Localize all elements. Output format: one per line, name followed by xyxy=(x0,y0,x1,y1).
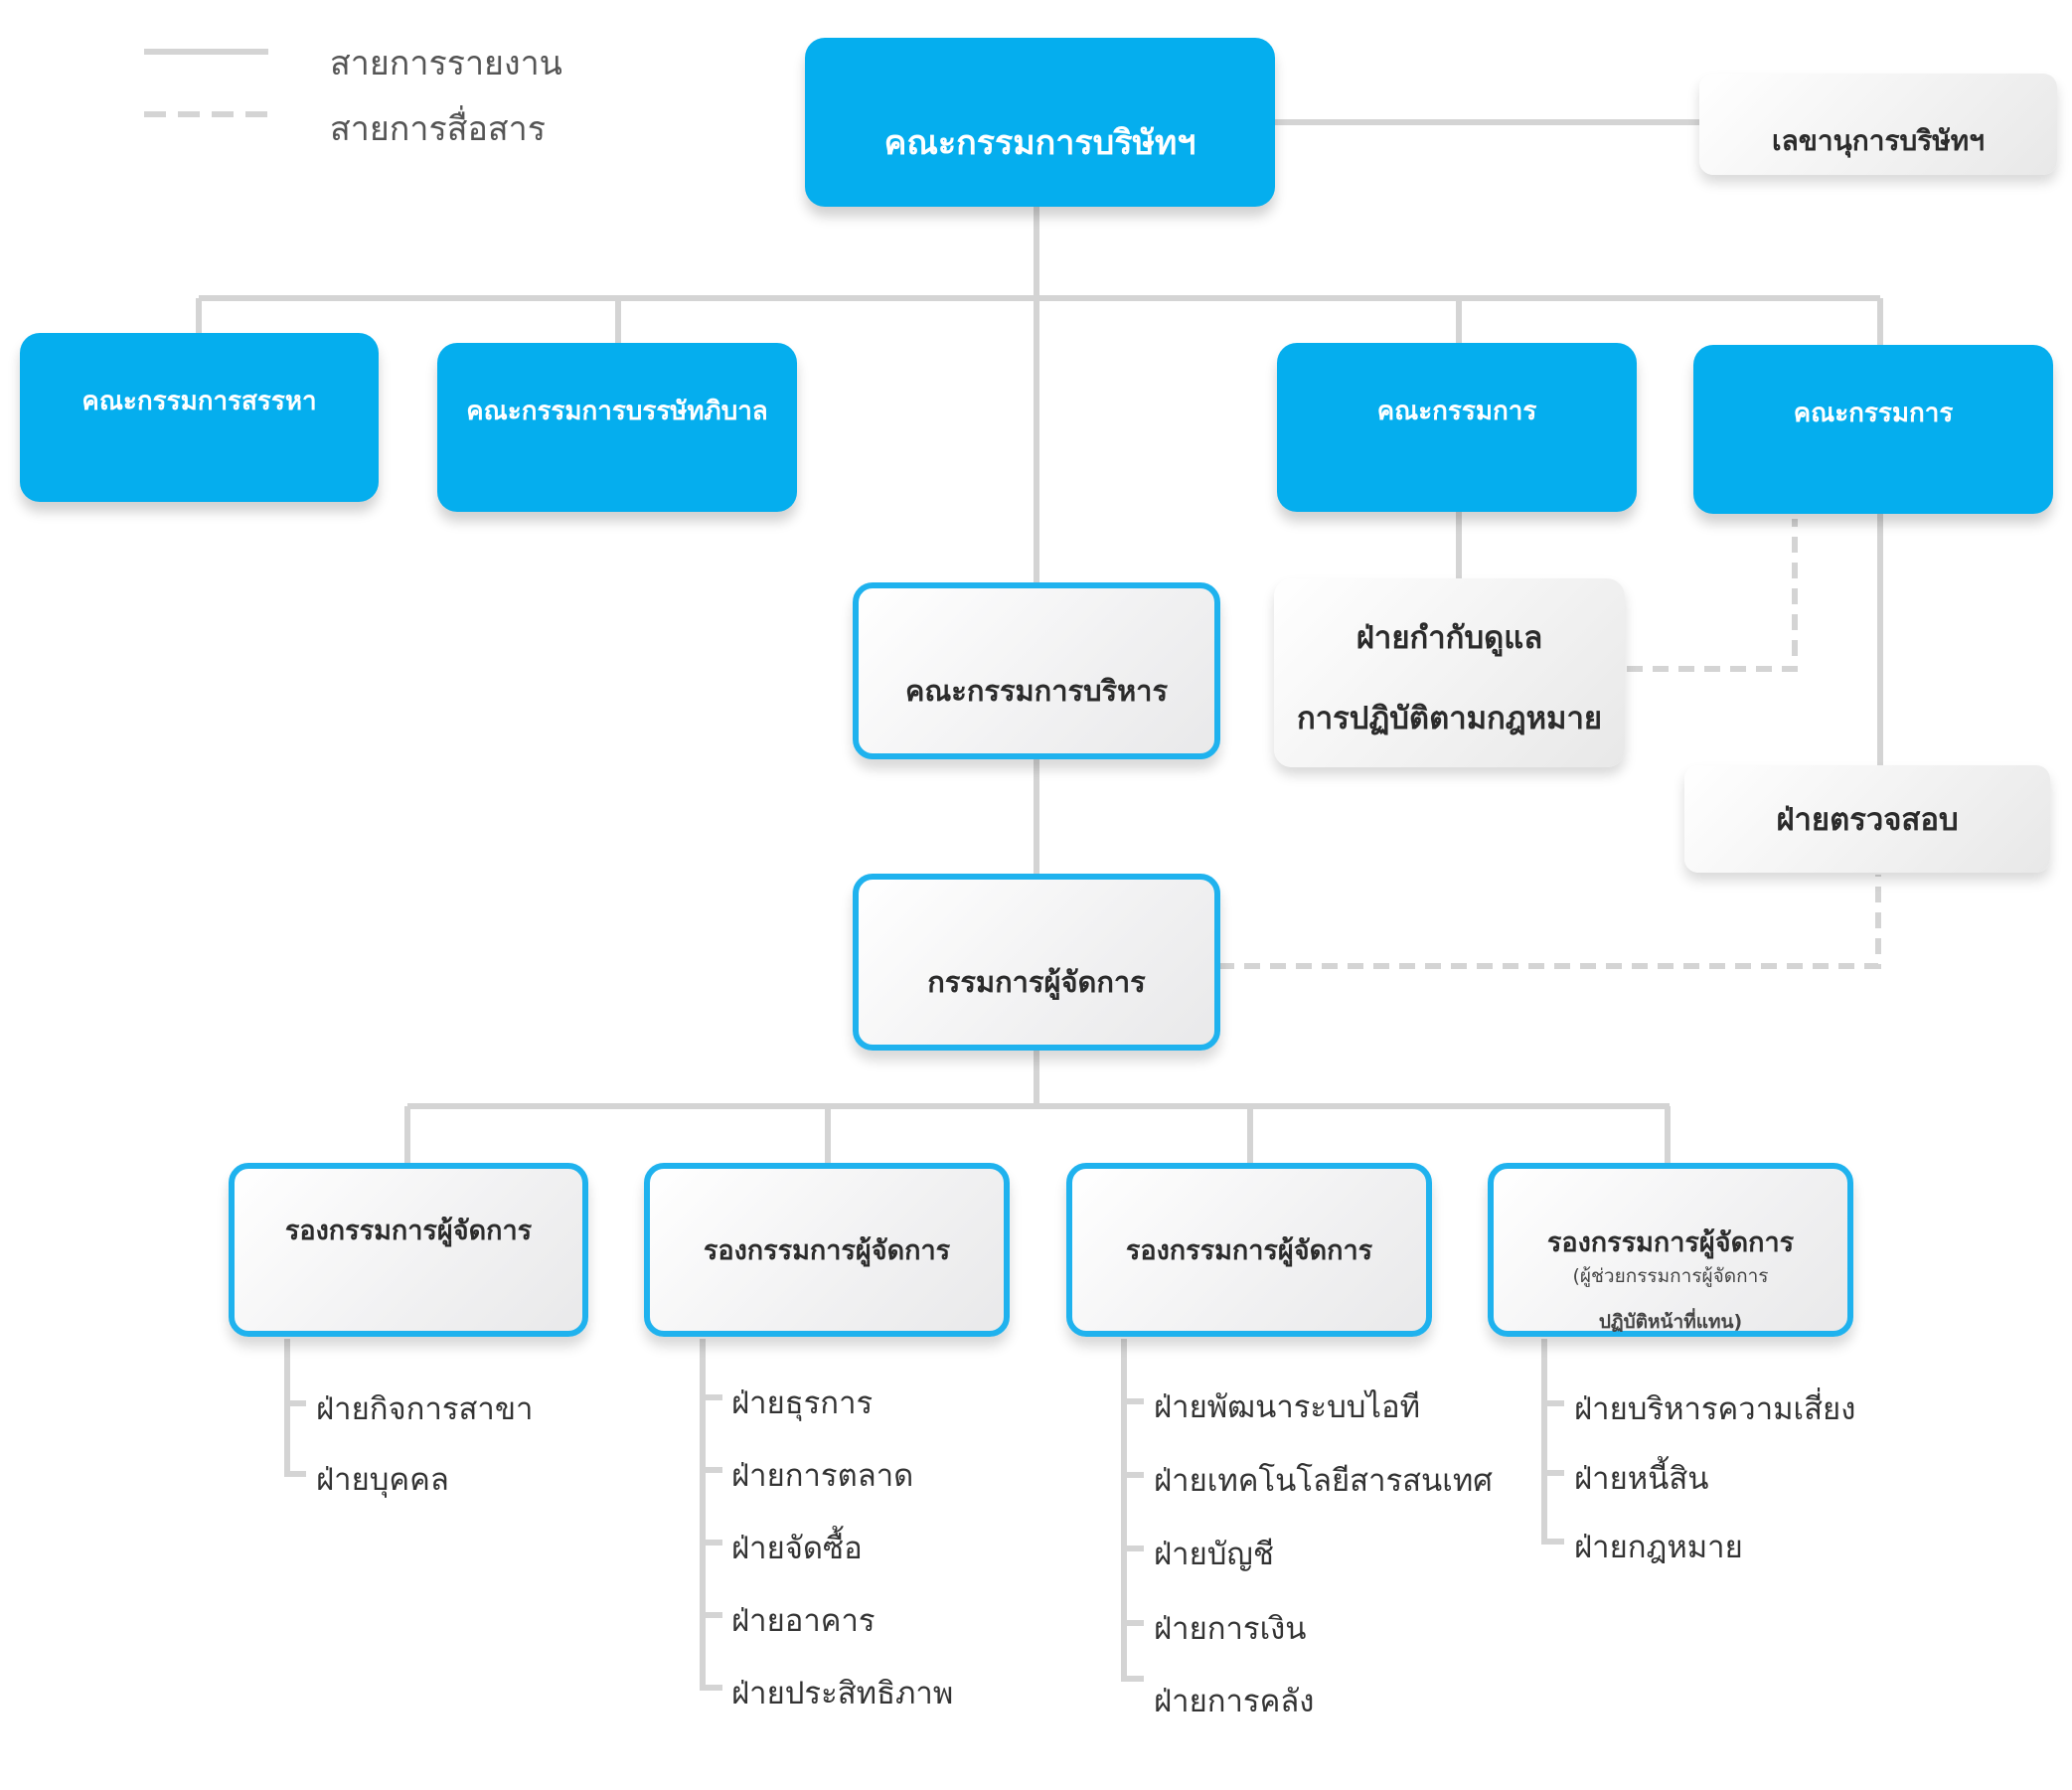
deputy-md-box-3[interactable]: รองกรรมการผู้จัดการ xyxy=(1066,1163,1432,1337)
department-item: ฝ่ายอาคาร xyxy=(731,1603,876,1639)
department-item: ฝ่ายบัญชี xyxy=(1154,1537,1274,1572)
department-item: ฝ่ายเทคโนโลยีสารสนเทศ xyxy=(1154,1463,1493,1499)
department-item: ฝ่ายพัฒนาระบบไอที xyxy=(1154,1389,1421,1425)
deputy-label: รองกรรมการผู้จัดการ xyxy=(1125,1235,1373,1266)
managing-director-box[interactable]: กรรมการผู้จัดการ xyxy=(853,874,1220,1051)
legend-solid-label: สายการรายงาน xyxy=(330,44,562,83)
department-item: ฝ่ายประสิทธิภาพ xyxy=(731,1676,954,1711)
committee-label: คณะกรรมการ xyxy=(1376,396,1537,426)
board-of-directors-box[interactable]: คณะกรรมการบริษัทฯ xyxy=(805,38,1275,207)
nomination-committee-box[interactable]: คณะกรรมการสรรหา xyxy=(20,333,379,502)
committee-label: คณะกรรมการสรรหา xyxy=(81,386,317,416)
compliance-line-1: ฝ่ายกำกับดูแล xyxy=(1355,619,1543,656)
committee-3-box[interactable]: คณะกรรมการ xyxy=(1277,343,1637,512)
deputy-note-line-1: (ผู้ช่วยกรรมการผู้จัดการ xyxy=(1572,1265,1769,1287)
executive-committee-box[interactable]: คณะกรรมการบริหาร xyxy=(853,582,1220,759)
dept-bracket-4 xyxy=(1541,1339,1564,1545)
department-item: ฝ่ายหนี้สิน xyxy=(1574,1461,1709,1497)
board-label: คณะกรรมการบริษัทฯ xyxy=(883,123,1196,163)
governance-committee-box[interactable]: คณะกรรมการบรรษัทภิบาล xyxy=(437,343,797,512)
dept-bracket-3 xyxy=(1121,1339,1144,1682)
deputy-md-box-2[interactable]: รองกรรมการผู้จัดการ xyxy=(644,1163,1010,1337)
department-item: ฝ่ายการตลาด xyxy=(731,1458,914,1494)
deputy-note-line-2: ปฏิบัติหน้าที่แทน) xyxy=(1598,1311,1743,1333)
dashed-compliance-line xyxy=(1627,519,1798,672)
compliance-department-box[interactable]: ฝ่ายกำกับดูแล การปฏิบัติตามกฎหมาย xyxy=(1274,578,1625,767)
department-item: ฝ่ายการเงิน xyxy=(1154,1611,1307,1647)
dept-bracket-1 xyxy=(284,1339,306,1477)
department-item: ฝ่ายธุรการ xyxy=(731,1385,874,1421)
managing-director-label: กรรมการผู้จัดการ xyxy=(927,965,1146,999)
legend-dashed-label: สายการสื่อสาร xyxy=(330,109,546,149)
dept-bracket-2 xyxy=(700,1339,722,1691)
deputy-md-box-1[interactable]: รองกรรมการผู้จัดการ xyxy=(229,1163,588,1337)
deputy-label: รองกรรมการผู้จัดการ xyxy=(284,1216,533,1246)
audit-department-box[interactable]: ฝ่ายตรวจสอบ xyxy=(1684,765,2050,873)
deputy-label: รองกรรมการผู้จัดการ xyxy=(1546,1227,1795,1258)
department-item: ฝ่ายกฎหมาย xyxy=(1574,1530,1743,1565)
department-item: ฝ่ายกิจการสาขา xyxy=(316,1391,534,1427)
secretary-label: เลขานุการบริษัทฯ xyxy=(1772,124,1985,157)
deputy-label: รองกรรมการผู้จัดการ xyxy=(703,1235,951,1266)
department-item: ฝ่ายบุคคล xyxy=(316,1462,449,1498)
company-secretary-box[interactable]: เลขานุการบริษัทฯ xyxy=(1699,74,2057,175)
dashed-md-audit-line xyxy=(1218,875,1881,969)
department-item: ฝ่ายจัดซื้อ xyxy=(731,1531,863,1566)
committee-4-box[interactable]: คณะกรรมการ xyxy=(1693,345,2053,514)
department-item: ฝ่ายการคลัง xyxy=(1154,1684,1315,1719)
committee-label: คณะกรรมการ xyxy=(1793,398,1954,428)
audit-label: ฝ่ายตรวจสอบ xyxy=(1776,802,1959,838)
compliance-line-2: การปฏิบัติตามกฎหมาย xyxy=(1296,700,1603,736)
department-item: ฝ่ายบริหารความเสี่ยง xyxy=(1574,1391,1856,1427)
committee-label: คณะกรรมการบรรษัทภิบาล xyxy=(466,396,768,426)
deputy-md-box-4[interactable]: รองกรรมการผู้จัดการ (ผู้ช่วยกรรมการผู้จั… xyxy=(1488,1163,1853,1337)
executive-committee-label: คณะกรรมการบริหาร xyxy=(904,674,1169,708)
